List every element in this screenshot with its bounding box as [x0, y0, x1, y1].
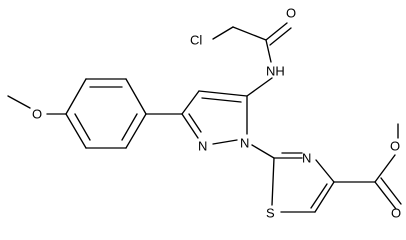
bond-thiazole-c4-c5-inner — [310, 183, 328, 209]
bond-aryl-inner-3 — [121, 113, 138, 141]
bond-cl-ch2 — [212, 26, 234, 40]
atom-labels: Cl O NH O N N N S O O — [32, 6, 401, 221]
bond-ch2-carbonyl — [232, 26, 267, 41]
bond-carbonyl-o-1 — [265, 22, 288, 41]
thiazole-nitrogen-label: N — [302, 151, 311, 166]
bond-pyrazole-c3-n2-inner — [188, 113, 202, 133]
bond-thiazole-s-c2 — [271, 157, 275, 206]
pyrazole-n2-label: N — [198, 139, 207, 154]
bond-pyrazole-c5-c4-inner — [201, 97, 242, 103]
bond-pyrazole-c5-c4 — [198, 90, 248, 97]
bond-aryl-3 — [65, 78, 87, 115]
bond-o-methyl — [7, 95, 31, 109]
chemical-structure-diagram: Cl O NH O N N N S O O — [7, 6, 402, 221]
amide-nh-label: NH — [266, 64, 285, 79]
bond-thiazole-c4-c5 — [314, 181, 335, 213]
bonds — [7, 22, 402, 213]
bond-pyrazole-n2-n1 — [212, 139, 238, 145]
bond-carbonyl-o-2 — [269, 27, 292, 46]
bond-aryl-4 — [65, 113, 87, 149]
ester-oxygen-label: O — [390, 139, 400, 154]
bond-ester-carbonyl-2 — [380, 177, 402, 205]
pyrazole-n1-label: N — [240, 136, 249, 151]
bond-aryl-6 — [125, 113, 147, 149]
chlorine-label: Cl — [190, 33, 202, 48]
methoxy-oxygen-label: O — [32, 107, 42, 122]
bond-thiazole-n3-c4 — [315, 159, 335, 183]
bond-carbonyl-nh — [265, 39, 272, 63]
bond-aryl-inner-2 — [74, 113, 91, 141]
ester-carbonyl-oxygen-label: O — [391, 206, 401, 221]
bond-pyrazole-c3-n2 — [181, 113, 199, 139]
thiazole-sulfur-label: S — [266, 206, 275, 221]
amide-oxygen-label: O — [286, 6, 296, 21]
bond-aryl-1 — [125, 78, 147, 115]
bond-pyrazole-c4-c3 — [181, 90, 200, 115]
bond-ester-o — [374, 154, 396, 183]
bond-n1-thiazole — [251, 144, 275, 159]
bond-ester-carbonyl-1 — [374, 181, 397, 210]
bond-nh-c5 — [246, 77, 273, 97]
